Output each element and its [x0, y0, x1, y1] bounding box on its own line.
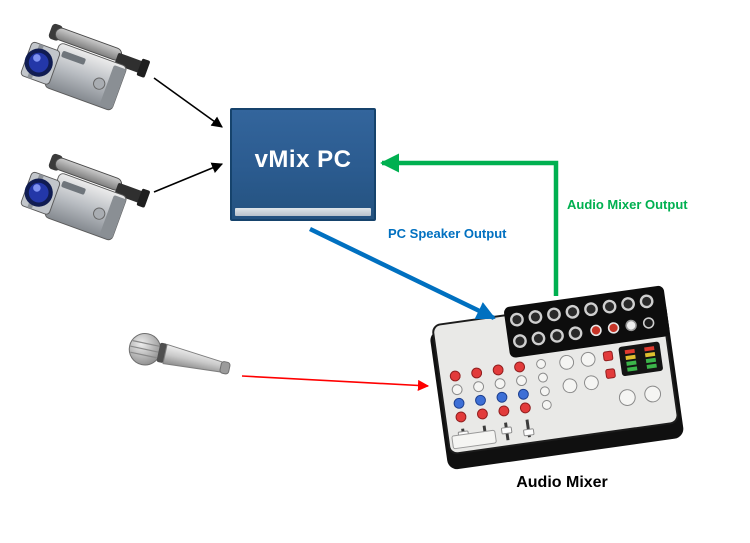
- mixer-knobs-red-row1: [449, 361, 526, 382]
- microphone-icon: [128, 333, 231, 375]
- mixer-knobs-blue-row: [453, 388, 529, 409]
- mixer-led-meter: [618, 341, 663, 377]
- video-camera-bottom-icon: [20, 148, 152, 261]
- pc-speaker-output-label: PC Speaker Output: [388, 226, 507, 241]
- vmix-box-bottom-strip: [235, 208, 371, 216]
- audio-mixer-output-label: Audio Mixer Output: [567, 197, 688, 212]
- vmix-pc-node: vMix PC: [230, 108, 376, 221]
- mixer-jack-row-bottom: [513, 317, 655, 348]
- audio-mixer-shape: [430, 285, 684, 470]
- video-camera-top-icon: [20, 18, 152, 131]
- mic-to-mixer-arrow: [241, 375, 430, 392]
- mixer-red-buttons: [602, 350, 616, 379]
- mixer-jack-row-top: [510, 294, 654, 327]
- audio-mixer-icon: [430, 285, 684, 470]
- camera-top-arrow: [153, 77, 223, 128]
- vmix-pc-label: vMix PC: [254, 145, 352, 173]
- mixer-logo-plate: [451, 429, 497, 450]
- audio-mixer-caption: Audio Mixer: [516, 474, 608, 491]
- camera-bottom-arrow: [153, 162, 224, 193]
- mixer-knobs-red-row2: [455, 402, 531, 423]
- mixer-master-knobs: [559, 351, 662, 406]
- microphone-shape: [128, 333, 231, 375]
- mixer-knobs-white-row: [451, 359, 552, 410]
